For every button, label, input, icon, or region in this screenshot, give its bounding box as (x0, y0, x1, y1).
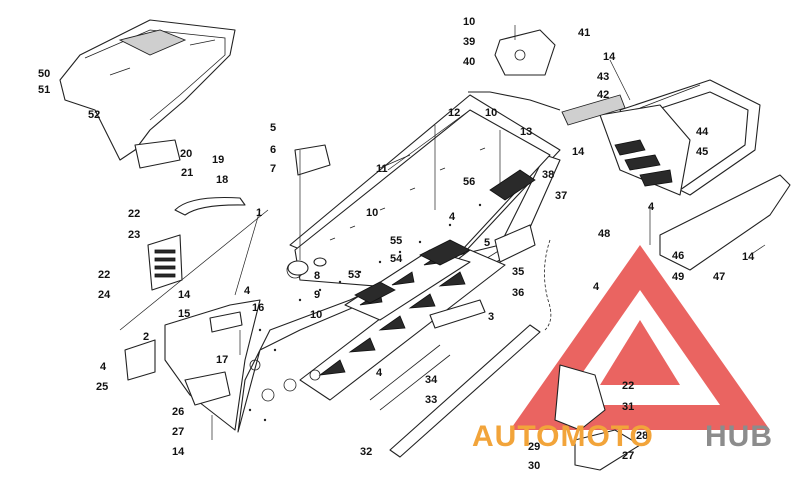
label-10d: 10 (463, 16, 475, 28)
label-4e: 4 (593, 281, 600, 293)
label-27b: 27 (622, 450, 634, 462)
label-16: 16 (252, 302, 264, 314)
rear-grab-part (599, 104, 691, 196)
tunnel-assembly (164, 94, 561, 433)
label-14d: 14 (572, 146, 585, 158)
label-39: 39 (463, 36, 475, 48)
label-21: 21 (181, 167, 193, 179)
seat-part (59, 19, 236, 161)
label-11: 11 (376, 163, 388, 175)
label-54: 54 (390, 253, 403, 265)
part-labels: 50 51 52 20 21 19 18 22 23 22 24 14 15 2… (38, 16, 755, 472)
label-14c: 14 (603, 51, 616, 63)
label-25: 25 (96, 381, 108, 393)
label-2: 2 (143, 331, 149, 343)
label-33: 33 (425, 394, 437, 406)
rear-flap-part (659, 174, 791, 271)
label-20: 20 (180, 148, 192, 160)
label-34: 34 (425, 374, 438, 386)
label-14b: 14 (172, 446, 185, 458)
label-19: 19 (212, 154, 224, 166)
label-47: 47 (713, 271, 725, 283)
rear-plate-part (494, 224, 536, 263)
label-22b: 22 (98, 269, 110, 281)
label-22c: 22 (622, 380, 634, 392)
label-4c: 4 (376, 367, 383, 379)
label-13: 13 (520, 126, 532, 138)
label-23: 23 (128, 229, 140, 241)
label-28: 28 (636, 430, 648, 442)
watermark-text: AUTOMOTO HUB (472, 420, 773, 453)
label-35: 35 (512, 266, 524, 278)
label-10c: 10 (485, 107, 497, 119)
label-45: 45 (696, 146, 708, 158)
watermark-logo (510, 245, 770, 430)
label-4f: 4 (648, 201, 655, 213)
label-1: 1 (256, 207, 262, 219)
watermark-brand-left: AUTOMOTO (472, 420, 654, 453)
label-37: 37 (555, 190, 567, 202)
label-24: 24 (98, 289, 111, 301)
label-10a: 10 (366, 207, 378, 219)
footrest-part (429, 299, 486, 329)
label-4b: 4 (244, 285, 251, 297)
label-32: 32 (360, 446, 372, 458)
label-18: 18 (216, 174, 228, 186)
rail-parts (369, 324, 541, 458)
label-46: 46 (672, 250, 684, 262)
small-discs (287, 257, 327, 276)
leader-lines (119, 25, 766, 440)
label-41: 41 (578, 27, 590, 39)
label-10b: 10 (310, 309, 322, 321)
label-29: 29 (528, 441, 540, 453)
label-14a: 14 (178, 289, 191, 301)
label-15: 15 (178, 308, 190, 320)
label-4a: 4 (100, 361, 107, 373)
label-56: 56 (463, 176, 475, 188)
label-49: 49 (672, 271, 684, 283)
tensioner-rod-part (468, 91, 561, 111)
label-4d: 4 (449, 211, 456, 223)
label-42: 42 (597, 89, 609, 101)
label-50: 50 (38, 68, 50, 80)
label-6: 6 (270, 144, 276, 156)
chain-part (544, 239, 552, 331)
watermark-brand-right: HUB (705, 420, 773, 453)
label-9: 9 (314, 289, 320, 301)
label-8: 8 (314, 270, 320, 282)
label-30: 30 (528, 460, 540, 472)
label-3: 3 (488, 311, 494, 323)
taillight-part (561, 94, 626, 126)
label-27a: 27 (172, 426, 184, 438)
label-12: 12 (448, 107, 460, 119)
label-40: 40 (463, 56, 475, 68)
label-31: 31 (622, 401, 634, 413)
label-55: 55 (390, 235, 402, 247)
label-53: 53 (348, 269, 360, 281)
label-36: 36 (512, 287, 524, 299)
label-7: 7 (270, 163, 276, 175)
label-26: 26 (172, 406, 184, 418)
bracket-7-part (294, 144, 331, 176)
label-17: 17 (216, 354, 228, 366)
snowflap-part (554, 364, 641, 471)
label-22: 22 (128, 208, 140, 220)
label-52: 52 (88, 109, 100, 121)
label-43: 43 (597, 71, 609, 83)
label-14e: 14 (742, 251, 755, 263)
top-bracket-part (494, 29, 556, 76)
label-5b: 5 (484, 237, 490, 249)
label-5a: 5 (270, 122, 276, 134)
label-48: 48 (598, 228, 610, 240)
label-44: 44 (696, 126, 709, 138)
label-51: 51 (38, 84, 50, 96)
label-38: 38 (542, 169, 554, 181)
